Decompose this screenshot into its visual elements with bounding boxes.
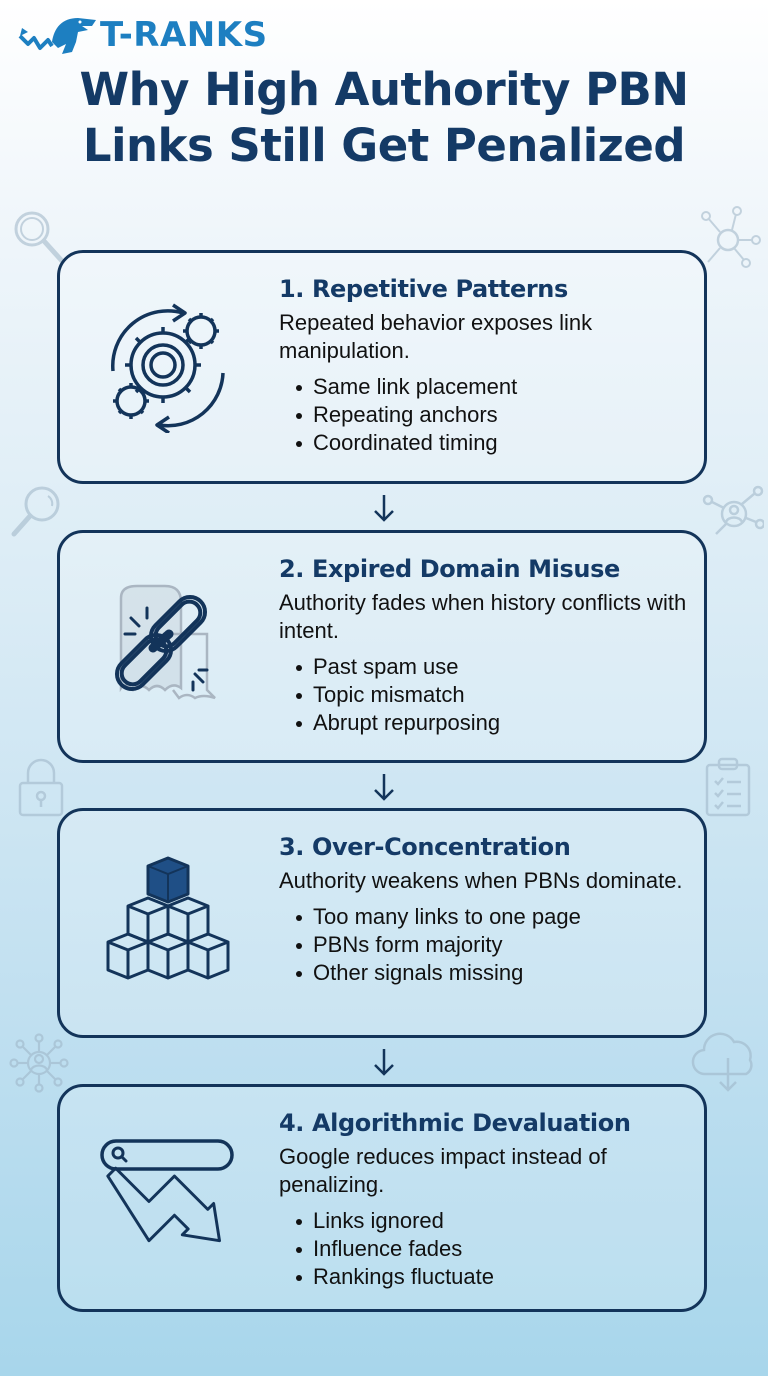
- magnifier-icon: [11, 486, 60, 537]
- list-item: Repeating anchors: [293, 401, 694, 429]
- trex-logo-icon: [18, 18, 96, 54]
- list-item: Coordinated timing: [293, 429, 694, 457]
- card-bullet-list: Too many links to one page PBNs form maj…: [279, 903, 694, 987]
- card-description: Authority fades when history conflicts w…: [279, 590, 687, 643]
- list-item: Other signals missing: [293, 959, 694, 987]
- card-heading: 2. Expired Domain Misuse: [279, 555, 620, 583]
- search-trend-down-icon: [100, 1139, 234, 1243]
- cloud-download-icon: [691, 1032, 753, 1092]
- list-item: Links ignored: [293, 1207, 694, 1235]
- card-expired-domain-misuse: 2. Expired Domain Misuse Authority fades…: [57, 530, 707, 763]
- cube-pyramid-icon: [106, 856, 230, 980]
- card-over-concentration: 3. Over-Concentration Authority weakens …: [57, 808, 707, 1038]
- list-item: Same link placement: [293, 373, 694, 401]
- magnifier-icon: [14, 211, 65, 264]
- list-item: Abrupt repurposing: [293, 709, 694, 737]
- gears-cycle-icon: [111, 303, 225, 433]
- network-nodes-icon: [701, 206, 761, 268]
- list-item: Too many links to one page: [293, 903, 694, 931]
- user-hub-icon: [9, 1033, 69, 1093]
- card-bullet-list: Links ignored Influence fades Rankings f…: [279, 1207, 694, 1291]
- card-algorithmic-devaluation: 4. Algorithmic Devaluation Google reduce…: [57, 1084, 707, 1312]
- brand-name: T-RANKS: [100, 15, 268, 55]
- card-description: Google reduces impact instead of penaliz…: [279, 1144, 607, 1197]
- list-item: PBNs form majority: [293, 931, 694, 959]
- down-arrow-icon: [374, 1049, 394, 1076]
- down-arrow-icon: [374, 774, 394, 801]
- list-item: Past spam use: [293, 653, 694, 681]
- card-heading: 3. Over-Concentration: [279, 833, 571, 861]
- title-line-2: Links Still Get Penalized: [82, 119, 686, 172]
- list-item: Topic mismatch: [293, 681, 694, 709]
- list-item: Rankings fluctuate: [293, 1263, 694, 1291]
- padlock-icon: [18, 758, 64, 817]
- down-arrow-icon: [374, 495, 394, 522]
- card-heading: 1. Repetitive Patterns: [279, 275, 568, 303]
- card-bullet-list: Past spam use Topic mismatch Abrupt repu…: [279, 653, 694, 737]
- title-line-1: Why High Authority PBN: [79, 63, 689, 116]
- clipboard-checklist-icon: [705, 757, 751, 817]
- card-bullet-list: Same link placement Repeating anchors Co…: [279, 373, 694, 457]
- card-description: Authority weakens when PBNs dominate.: [279, 868, 683, 893]
- card-repetitive-patterns: 1. Repetitive Patterns Repeated behavior…: [57, 250, 707, 484]
- broken-chain-link-icon: [114, 584, 216, 700]
- user-network-icon: [702, 485, 764, 535]
- page-title: Why High Authority PBN Links Still Get P…: [0, 62, 768, 174]
- brand-logo: T-RANKS: [18, 10, 268, 60]
- card-heading: 4. Algorithmic Devaluation: [279, 1109, 631, 1137]
- card-description: Repeated behavior exposes link manipulat…: [279, 310, 593, 363]
- list-item: Influence fades: [293, 1235, 694, 1263]
